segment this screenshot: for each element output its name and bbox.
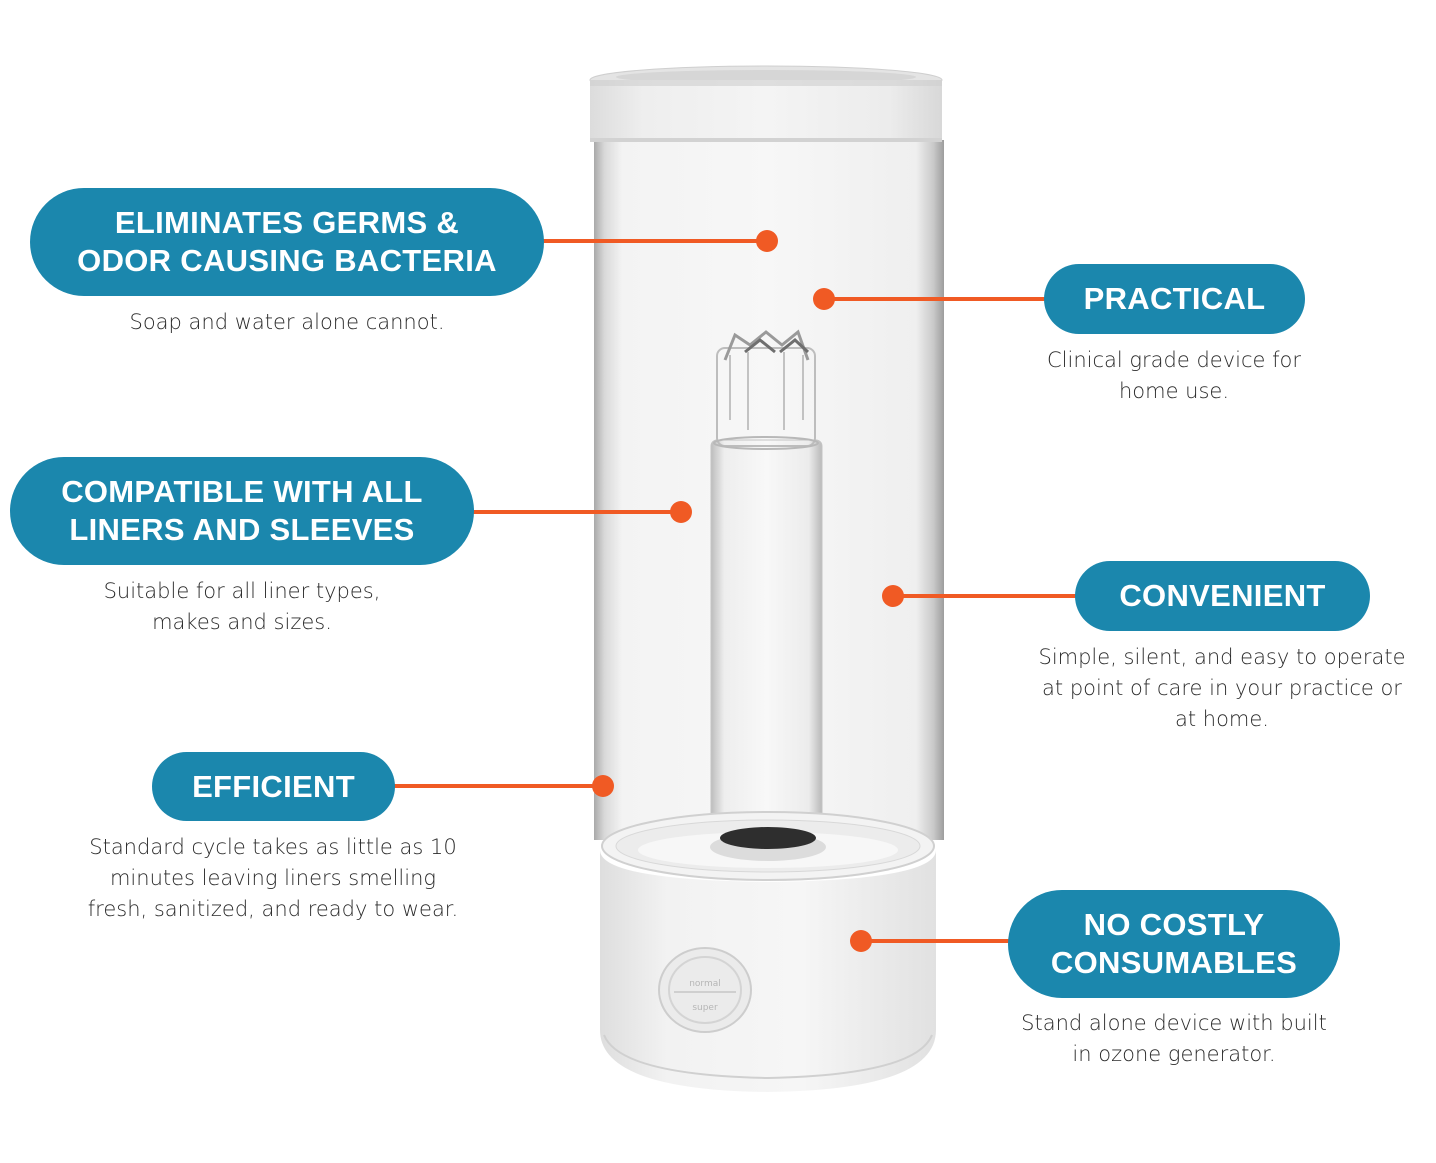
callout-description-efficient: Standard cycle takes as little as 10 min…	[87, 835, 459, 921]
callout-title-convenient: CONVENIENT	[1075, 561, 1370, 631]
callout-description-eliminates-germs: Soap and water alone cannot.	[129, 310, 445, 334]
leader-line-eliminates-germs	[540, 239, 768, 243]
callout-description-practical: Clinical grade device for home use.	[1047, 348, 1301, 403]
marker-dot-efficient	[592, 775, 614, 797]
leader-line-no-costly-consumables	[861, 939, 1013, 943]
callout-description-compatible: Suitable for all liner types, makes and …	[103, 579, 381, 634]
callout-title-efficient: EFFICIENT	[152, 752, 395, 821]
leader-line-compatible	[470, 510, 682, 514]
callout-title-no-costly-consumables: NO COSTLY CONSUMABLES	[1008, 890, 1340, 998]
callout-title-compatible: COMPATIBLE WITH ALL LINERS AND SLEEVES	[10, 457, 474, 565]
leader-line-practical	[824, 297, 1048, 301]
marker-dot-compatible	[670, 501, 692, 523]
callout-title-eliminates-germs: ELIMINATES GERMS & ODOR CAUSING BACTERIA	[30, 188, 544, 296]
power-button[interactable]: normal super	[658, 947, 752, 1033]
marker-dot-practical	[813, 288, 835, 310]
callout-description-convenient: Simple, silent, and easy to operate at p…	[1038, 645, 1406, 731]
marker-dot-eliminates-germs	[756, 230, 778, 252]
marker-dot-convenient	[882, 585, 904, 607]
callout-title-practical: PRACTICAL	[1044, 264, 1305, 334]
leader-line-convenient	[893, 594, 1079, 598]
leader-line-efficient	[390, 784, 604, 788]
svg-text:normal: normal	[689, 979, 721, 989]
marker-dot-no-costly-consumables	[850, 930, 872, 952]
svg-text:super: super	[692, 1003, 718, 1013]
callout-description-no-costly-consumables: Stand alone device with built in ozone g…	[1021, 1011, 1327, 1066]
